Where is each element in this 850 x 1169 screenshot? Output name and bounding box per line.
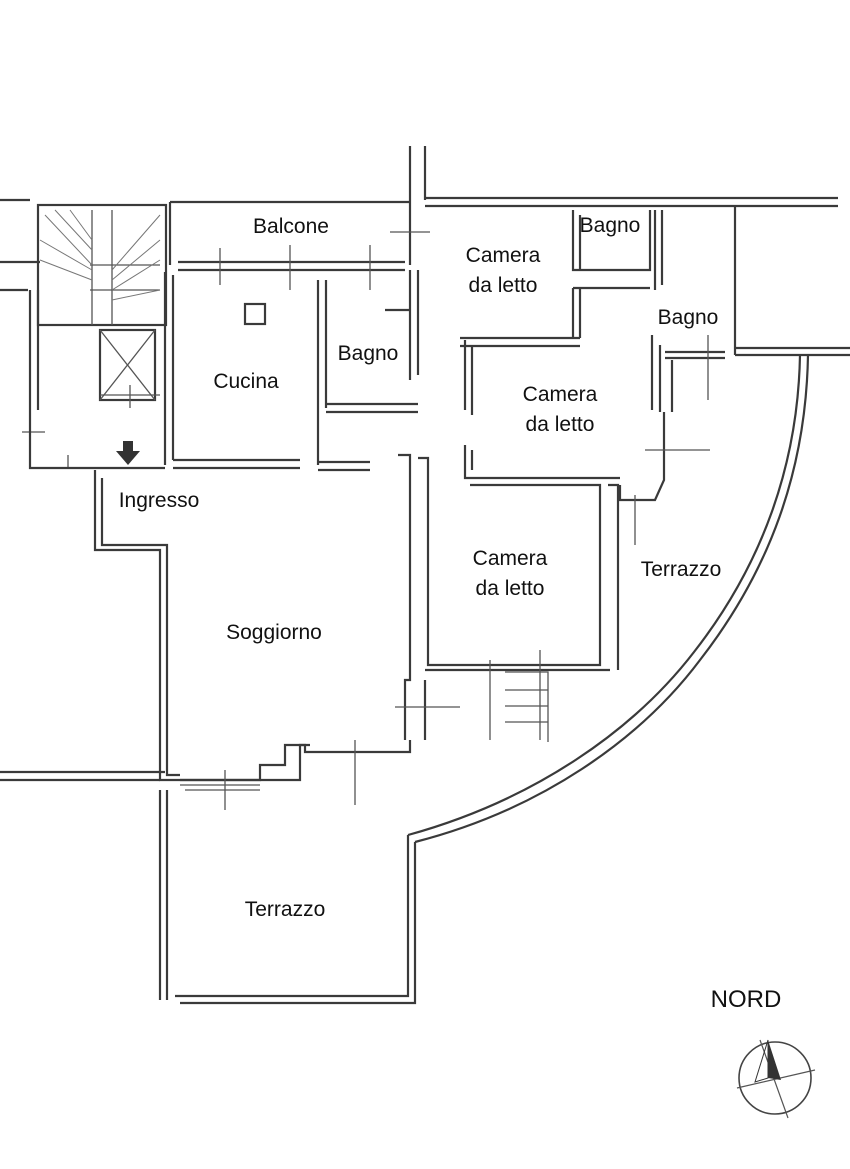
bagno-top-label: Bagno bbox=[579, 214, 641, 237]
balcone-label: Balcone bbox=[253, 215, 329, 238]
terrazzo-east-label: Terrazzo bbox=[640, 558, 722, 581]
stairwell bbox=[28, 203, 168, 410]
camera-1-line-2: da letto bbox=[468, 274, 538, 297]
cucina-label: Cucina bbox=[213, 370, 279, 393]
nord-label: NORD bbox=[710, 986, 782, 1013]
balcone-area bbox=[168, 200, 430, 290]
site-context-lines bbox=[0, 146, 850, 1000]
camera-2-line-2: da letto bbox=[525, 413, 595, 436]
terrazzo-south-label: Terrazzo bbox=[244, 898, 326, 921]
camera-1-label: Camera da letto bbox=[466, 241, 541, 301]
right-wing-walls bbox=[460, 210, 725, 545]
soggiorno-label: Soggiorno bbox=[226, 621, 322, 644]
camera-3-label: Camera da letto bbox=[473, 544, 548, 604]
terrazzo-boundary bbox=[175, 354, 810, 1005]
bedroom-walls bbox=[395, 453, 620, 742]
camera-2-line-1: Camera bbox=[522, 383, 598, 406]
compass-rose-icon bbox=[736, 1039, 816, 1119]
camera-1-line-1: Camera bbox=[465, 244, 541, 267]
entrance-arrow-icon bbox=[116, 441, 140, 465]
camera-2-label: Camera da letto bbox=[523, 380, 598, 440]
interior-walls bbox=[22, 270, 420, 810]
bagno-mid-label: Bagno bbox=[337, 342, 399, 365]
bagno-right-label: Bagno bbox=[657, 306, 719, 329]
ingresso-label: Ingresso bbox=[118, 489, 200, 512]
camera-3-line-2: da letto bbox=[475, 577, 545, 600]
camera-3-line-1: Camera bbox=[472, 547, 548, 570]
